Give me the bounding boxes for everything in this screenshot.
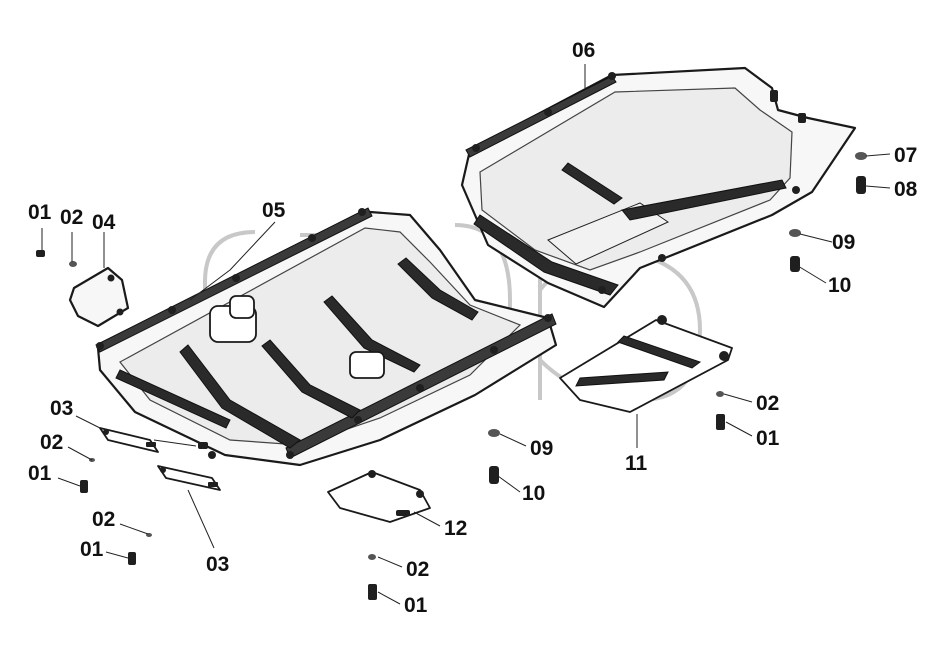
callout-01-top-left: 01 [28, 201, 52, 224]
callout-01-lower-left: 01 [80, 538, 104, 561]
callout-09-right: 09 [832, 231, 855, 254]
callout-02-lower-left: 02 [92, 508, 115, 531]
callout-02-top-left: 02 [60, 206, 83, 229]
bracket-03-upper [99, 427, 159, 453]
callout-03-left: 03 [50, 397, 73, 420]
callout-12: 12 [444, 517, 467, 540]
rear-skid-plate-06 [460, 66, 857, 309]
callout-labels: 01 02 04 05 06 07 08 09 10 03 02 01 02 0… [28, 39, 918, 617]
callout-02-right: 02 [756, 392, 779, 415]
bracket-03-lower [157, 465, 221, 491]
callout-02-bottom: 02 [406, 558, 429, 581]
plate-12 [327, 470, 431, 523]
callout-09-center: 09 [530, 437, 553, 460]
callout-02-left: 02 [40, 431, 63, 454]
callout-03-bottom: 03 [206, 553, 229, 576]
leader-lines [41, 64, 891, 605]
callout-04: 04 [92, 211, 116, 234]
callout-05: 05 [262, 199, 286, 222]
callout-10-center: 10 [522, 482, 545, 505]
cover-part-04 [68, 266, 130, 328]
callout-10-right: 10 [828, 274, 851, 297]
callout-01-right: 01 [756, 427, 780, 450]
callout-07: 07 [894, 144, 917, 167]
callout-01-left: 01 [28, 462, 52, 485]
callout-11: 11 [625, 452, 648, 475]
callout-08: 08 [894, 178, 918, 201]
lower-plate-11 [559, 315, 733, 413]
callout-01-bottom: 01 [404, 594, 428, 617]
front-skid-plate-05 [95, 207, 558, 467]
callout-06: 06 [572, 39, 595, 62]
